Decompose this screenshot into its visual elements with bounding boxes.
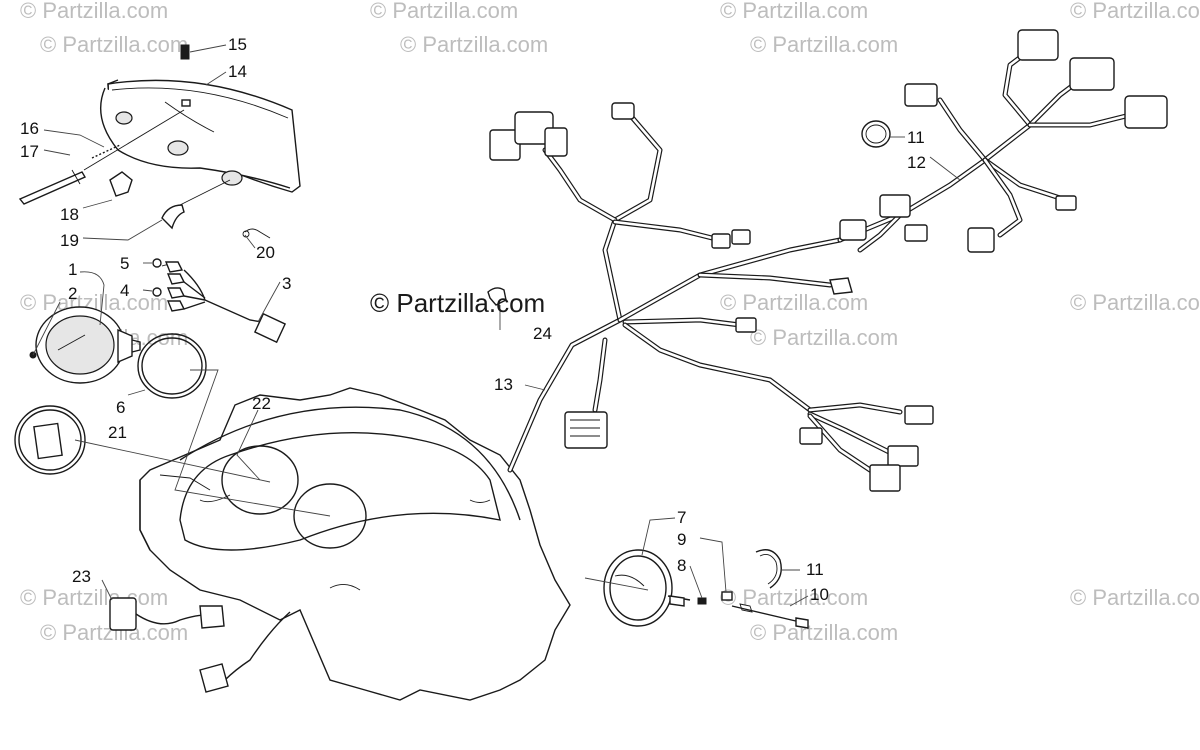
watermark: © Partzilla.com <box>20 0 168 23</box>
watermark: © Partzilla.com <box>750 620 898 645</box>
callout-4: 4 <box>120 281 129 300</box>
clamp-part-11-lower <box>755 549 782 589</box>
callout-labels: 15 14 16 17 18 19 20 1 2 5 4 3 6 21 22 2… <box>20 35 926 604</box>
lens-part-21 <box>14 405 86 475</box>
callout-6: 6 <box>116 398 125 417</box>
callout-17: 17 <box>20 142 39 161</box>
gauge-assembly <box>29 258 287 399</box>
watermark: © Partzilla.com <box>370 0 518 23</box>
callout-20: 20 <box>256 243 275 262</box>
watermark: © Partzilla.com <box>400 32 548 57</box>
callout-16: 16 <box>20 119 39 138</box>
callout-9: 9 <box>677 530 686 549</box>
sub-wiring-harness-part-12 <box>837 29 1168 253</box>
callout-22: 22 <box>252 394 271 413</box>
callout-3: 3 <box>282 274 291 293</box>
main-wiring-harness-part-13 <box>489 102 934 492</box>
callout-21: 21 <box>108 423 127 442</box>
bulb-socket-part-18 <box>109 171 133 197</box>
callout-19: 19 <box>60 231 79 250</box>
callout-11-upper: 11 <box>907 128 925 147</box>
callout-24: 24 <box>533 324 552 343</box>
dash-console-part-22 <box>139 387 571 701</box>
callout-11-lower: 11 <box>806 560 824 579</box>
watermark: © Partzilla.com <box>750 325 898 350</box>
watermark: © Partzilla.com <box>1070 585 1200 610</box>
callout-2: 2 <box>68 284 77 303</box>
callout-1: 1 <box>68 260 77 279</box>
callout-5: 5 <box>120 254 129 273</box>
callout-15: 15 <box>228 35 247 54</box>
center-watermark: © Partzilla.com <box>370 288 545 318</box>
watermark: © Partzilla.com <box>720 0 868 23</box>
watermark: © Partzilla.com <box>40 32 188 57</box>
callout-14: 14 <box>228 62 247 81</box>
watermark: © Partzilla.com <box>750 32 898 57</box>
boot-part-19 <box>161 204 185 230</box>
callout-7: 7 <box>677 508 686 527</box>
callout-23: 23 <box>72 567 91 586</box>
harness-part-23 <box>109 597 291 693</box>
watermark: © Partzilla.com <box>20 585 168 610</box>
clamp-part-11-upper <box>861 120 891 148</box>
callout-13: 13 <box>494 375 513 394</box>
callout-10: 10 <box>810 585 829 604</box>
watermark: © Partzilla.com <box>720 585 868 610</box>
callout-18: 18 <box>60 205 79 224</box>
clip-part-24 <box>487 287 507 306</box>
clip-part-15 <box>180 44 190 60</box>
watermark: © Partzilla.com <box>1070 290 1200 315</box>
leader-lines <box>32 44 961 607</box>
watermark: © Partzilla.com <box>1070 0 1200 23</box>
callout-8: 8 <box>677 556 686 575</box>
headlight-assembly <box>18 44 301 239</box>
screw-part-17 <box>18 171 87 205</box>
callout-12: 12 <box>907 153 926 172</box>
connector-16pin <box>564 411 608 449</box>
watermark: © Partzilla.com <box>720 290 868 315</box>
